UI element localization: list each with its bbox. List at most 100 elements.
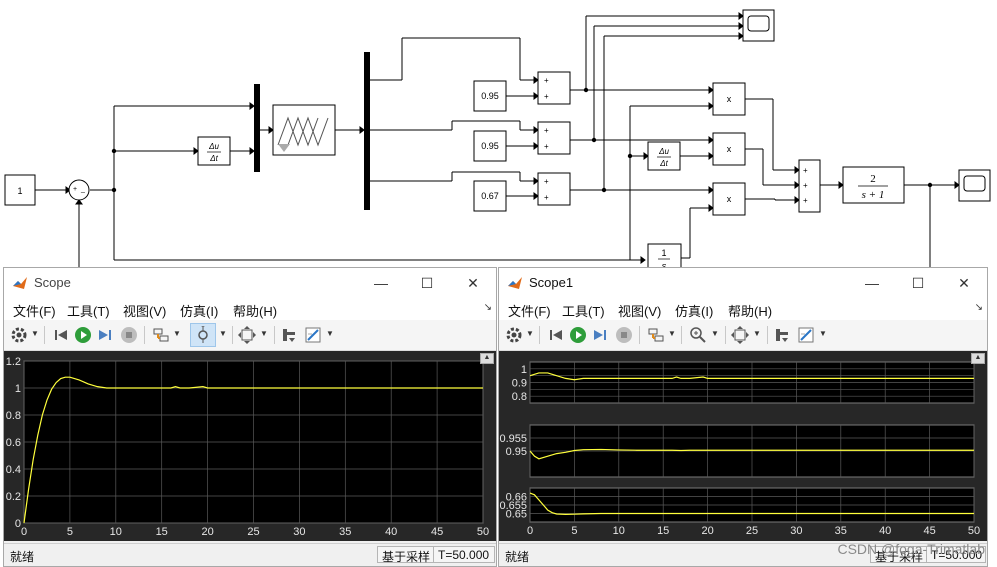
derivative-block-2[interactable]: Δu Δt bbox=[647, 141, 681, 171]
y-tick-label: 0.955 bbox=[499, 433, 527, 445]
zoom-dropdown-icon[interactable]: ▼ bbox=[711, 329, 719, 338]
close-button[interactable]: ✕ bbox=[467, 274, 479, 291]
product-block-3[interactable]: x bbox=[712, 182, 746, 216]
settings-dropdown-icon[interactable]: ▼ bbox=[526, 329, 534, 338]
stop-icon[interactable] bbox=[615, 326, 633, 344]
demux-block[interactable] bbox=[364, 52, 370, 210]
svg-text:s + 1: s + 1 bbox=[862, 189, 885, 201]
style-dropdown-icon[interactable]: ▼ bbox=[326, 329, 334, 338]
adder-block-2[interactable]: + + bbox=[537, 121, 571, 155]
mux-block[interactable] bbox=[254, 84, 260, 172]
zoom-dropdown-icon[interactable]: ▼ bbox=[219, 329, 227, 338]
undock-axes-icon[interactable]: ▲ bbox=[480, 353, 494, 364]
y-tick-label: 1 bbox=[15, 383, 21, 395]
fuzzy-controller-block[interactable] bbox=[272, 104, 336, 156]
menu-simulation[interactable]: 仿真(I) bbox=[675, 304, 714, 319]
highlight-dropdown-icon[interactable]: ▼ bbox=[668, 329, 676, 338]
zoom-in-icon[interactable] bbox=[689, 326, 707, 344]
title-bar[interactable]: Scope — ☐ ✕ bbox=[4, 268, 496, 298]
highlight-dropdown-icon[interactable]: ▼ bbox=[173, 329, 181, 338]
step-forward-icon[interactable] bbox=[591, 326, 609, 344]
derivative-block[interactable]: Δu Δt bbox=[197, 136, 231, 166]
status-bar: 就绪 基于采样 T=50.000 bbox=[4, 543, 496, 566]
fit-dropdown-icon[interactable]: ▼ bbox=[753, 329, 761, 338]
run-icon[interactable] bbox=[569, 326, 587, 344]
menu-bar: 文件(F) 工具(T) 视图(V) 仿真(I) 帮助(H) ↘ bbox=[499, 298, 987, 320]
menu-help[interactable]: 帮助(H) bbox=[728, 304, 773, 319]
step-back-icon[interactable] bbox=[52, 326, 70, 344]
close-button[interactable]: ✕ bbox=[958, 274, 970, 291]
constant-block[interactable]: 1 bbox=[4, 174, 36, 206]
svg-text:Δt: Δt bbox=[209, 154, 218, 163]
gain-block-1[interactable]: 0.95 bbox=[473, 80, 507, 112]
toolstrip-collapse-icon[interactable]: ↘ bbox=[974, 302, 983, 313]
svg-text:+: + bbox=[73, 186, 77, 193]
minimize-button[interactable]: — bbox=[374, 275, 388, 291]
svg-text:Δu: Δu bbox=[658, 147, 669, 156]
step-forward-icon[interactable] bbox=[96, 326, 114, 344]
stop-icon[interactable] bbox=[120, 326, 138, 344]
x-tick-label: 50 bbox=[968, 525, 980, 537]
fit-icon[interactable] bbox=[731, 326, 749, 344]
scope1-window[interactable]: Scope1 — ☐ ✕ 文件(F) 工具(T) 视图(V) 仿真(I) 帮助(… bbox=[498, 267, 988, 567]
svg-text:+: + bbox=[544, 142, 549, 151]
svg-text:+: + bbox=[544, 126, 549, 135]
zoom-icon[interactable] bbox=[194, 326, 212, 344]
cursor-icon[interactable] bbox=[280, 326, 298, 344]
x-tick-label: 35 bbox=[339, 526, 351, 538]
svg-text:+: + bbox=[803, 196, 808, 205]
status-bar: 就绪 基于采样 T=50.000 bbox=[499, 543, 987, 566]
cursor-icon[interactable] bbox=[773, 326, 791, 344]
settings-icon[interactable] bbox=[505, 326, 523, 344]
svg-text:0.67: 0.67 bbox=[481, 191, 499, 201]
svg-text:x: x bbox=[727, 94, 732, 104]
final-sum-block[interactable]: + + + bbox=[798, 159, 821, 213]
transfer-function-block[interactable]: 2 s + 1 bbox=[842, 166, 905, 204]
undock-axes-icon[interactable]: ▲ bbox=[971, 353, 985, 364]
maximize-button[interactable]: ☐ bbox=[911, 274, 925, 291]
product-block-1[interactable]: x bbox=[712, 82, 746, 116]
menu-view[interactable]: 视图(V) bbox=[618, 304, 662, 319]
menu-tools[interactable]: 工具(T) bbox=[67, 304, 110, 319]
highlight-icon[interactable] bbox=[152, 326, 170, 344]
menu-view[interactable]: 视图(V) bbox=[123, 304, 167, 319]
run-icon[interactable] bbox=[74, 326, 92, 344]
minimize-button[interactable]: — bbox=[865, 275, 879, 291]
highlight-icon[interactable] bbox=[647, 326, 665, 344]
scope-block-output[interactable] bbox=[958, 169, 991, 202]
sum-block[interactable]: + _ bbox=[68, 179, 90, 201]
y-tick-label: 0.65 bbox=[506, 509, 527, 521]
title-bar[interactable]: Scope1 — ☐ ✕ bbox=[499, 268, 987, 298]
gain-block-3[interactable]: 0.67 bbox=[473, 180, 507, 212]
product-block-2[interactable]: x bbox=[712, 132, 746, 166]
fit-icon[interactable] bbox=[238, 326, 256, 344]
menu-file[interactable]: 文件(F) bbox=[508, 304, 551, 319]
style-icon[interactable] bbox=[797, 326, 815, 344]
fit-dropdown-icon[interactable]: ▼ bbox=[260, 329, 268, 338]
menu-tools[interactable]: 工具(T) bbox=[562, 304, 605, 319]
menu-file[interactable]: 文件(F) bbox=[13, 304, 56, 319]
style-icon[interactable] bbox=[304, 326, 322, 344]
maximize-button[interactable]: ☐ bbox=[420, 274, 434, 291]
scope-block-top[interactable] bbox=[742, 9, 775, 42]
y-tick-label: 0 bbox=[15, 518, 21, 530]
style-dropdown-icon[interactable]: ▼ bbox=[819, 329, 827, 338]
step-back-icon[interactable] bbox=[547, 326, 565, 344]
settings-icon[interactable] bbox=[10, 326, 28, 344]
gain-block-2[interactable]: 0.95 bbox=[473, 130, 507, 162]
scope-window[interactable]: Scope — ☐ ✕ 文件(F) 工具(T) 视图(V) 仿真(I) 帮助(H… bbox=[3, 267, 497, 567]
toolbar: ▼ ▼ ▼ ▼ ▼ bbox=[4, 320, 496, 351]
adder-block-1[interactable]: + + bbox=[537, 71, 571, 105]
y-tick-label: 0.655 bbox=[499, 500, 527, 512]
settings-dropdown-icon[interactable]: ▼ bbox=[31, 329, 39, 338]
y-tick-label: 0.66 bbox=[506, 492, 527, 504]
menu-help[interactable]: 帮助(H) bbox=[233, 304, 278, 319]
toolstrip-collapse-icon[interactable]: ↘ bbox=[483, 302, 492, 313]
x-tick-label: 45 bbox=[923, 525, 935, 537]
adder-block-3[interactable]: + + bbox=[537, 172, 571, 206]
menu-simulation[interactable]: 仿真(I) bbox=[180, 304, 219, 319]
